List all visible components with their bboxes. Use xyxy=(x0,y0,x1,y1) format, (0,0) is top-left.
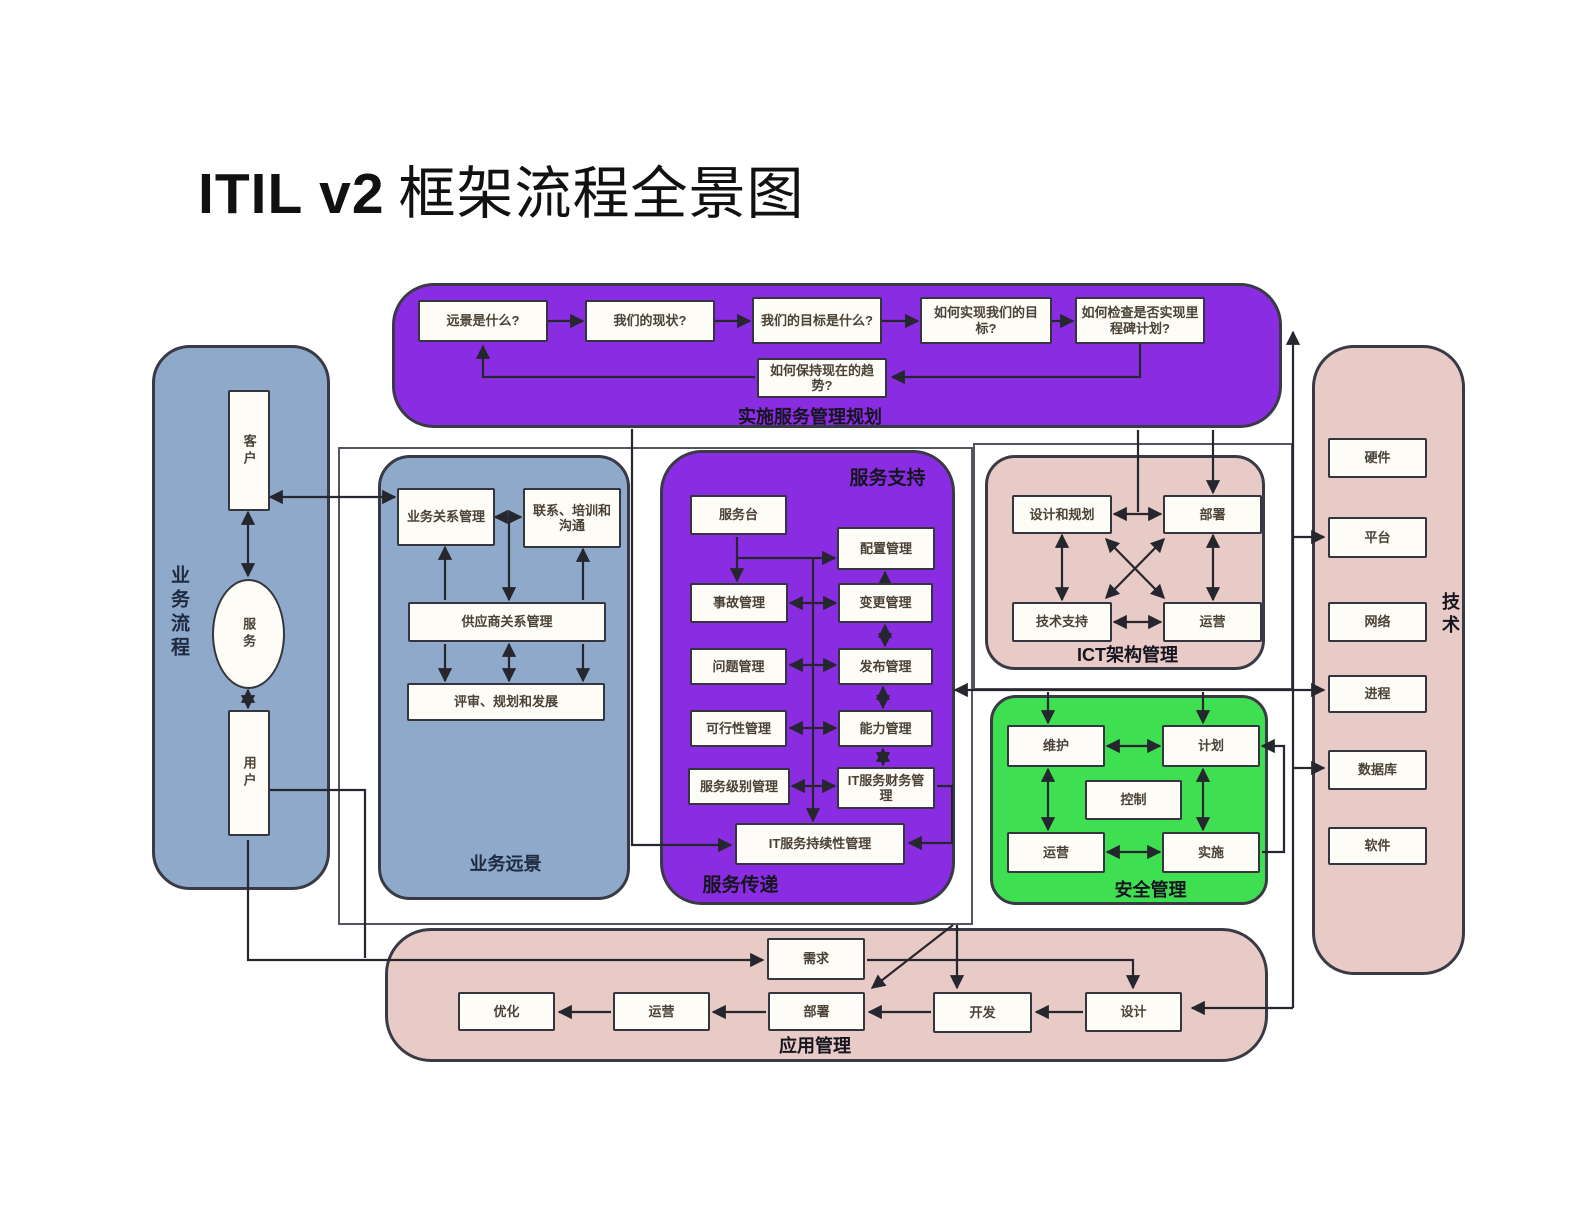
app-requirement-box: 需求 xyxy=(767,938,865,980)
security-implement-box: 实施 xyxy=(1162,832,1260,873)
tech-platform-box: 平台 xyxy=(1328,517,1427,558)
tech-hardware-box: 硬件 xyxy=(1328,438,1427,478)
app-deploy-box: 部署 xyxy=(768,992,865,1031)
tech-database-box: 数据库 xyxy=(1328,750,1427,790)
contact-training-communication-box: 联系、培训和沟通 xyxy=(523,488,621,548)
business-process-label: 业务流程 xyxy=(168,565,189,661)
ict-deployment-box: 部署 xyxy=(1163,495,1262,534)
security-label: 安全管理 xyxy=(1114,880,1187,900)
it-financial-mgmt-box: IT服务财务管理 xyxy=(837,767,935,809)
release-mgmt-box: 发布管理 xyxy=(838,648,933,685)
ict-design-planning-box: 设计和规划 xyxy=(1012,495,1112,534)
incident-mgmt-box: 事故管理 xyxy=(690,583,788,623)
customer-box: 客户 xyxy=(228,390,270,511)
service-delivery-label: 服务传递 xyxy=(702,875,779,896)
planning-current-state-question: 我们的现状? xyxy=(585,300,715,342)
service-ellipse: 服务 xyxy=(212,579,285,689)
security-plan-box: 计划 xyxy=(1162,725,1260,767)
ict-operations-box: 运营 xyxy=(1163,602,1262,642)
application-label: 应用管理 xyxy=(779,1036,851,1056)
user-box: 用户 xyxy=(228,710,270,836)
configuration-mgmt-box: 配置管理 xyxy=(837,527,935,570)
app-optimize-box: 优化 xyxy=(458,992,555,1031)
app-operate-box: 运营 xyxy=(613,992,710,1031)
service-desk-box: 服务台 xyxy=(690,495,787,535)
title-zh: 框架流程全景图 xyxy=(398,161,805,227)
planning-check-milestone-question: 如何检查是否实现里程碑计划? xyxy=(1075,297,1205,344)
capacity-mgmt-box: 能力管理 xyxy=(838,710,933,747)
security-operate-box: 运营 xyxy=(1007,832,1105,873)
business-relationship-mgmt-box: 业务关系管理 xyxy=(397,488,495,546)
ict-technical-support-box: 技术支持 xyxy=(1012,602,1112,642)
ict-label: ICT架构管理 xyxy=(1077,645,1178,665)
technology-label: 技术 xyxy=(1440,592,1460,638)
change-mgmt-box: 变更管理 xyxy=(838,583,933,623)
problem-mgmt-box: 问题管理 xyxy=(690,648,787,685)
supplier-relationship-mgmt-box: 供应商关系管理 xyxy=(408,602,606,642)
tech-process-box: 进程 xyxy=(1328,675,1427,713)
availability-mgmt-box: 可行性管理 xyxy=(690,710,787,747)
app-design-box: 设计 xyxy=(1085,992,1182,1032)
service-support-label: 服务支持 xyxy=(849,468,926,489)
tech-network-box: 网络 xyxy=(1328,602,1427,642)
planning-goal-question: 我们的目标是什么? xyxy=(752,297,882,344)
planning-label: 实施服务管理规划 xyxy=(738,407,882,427)
tech-software-box: 软件 xyxy=(1328,827,1427,865)
planning-how-achieve-question: 如何实现我们的目标? xyxy=(920,297,1052,344)
business-vision-label: 业务远景 xyxy=(469,854,542,874)
planning-vision-question: 远景是什么? xyxy=(418,300,548,342)
app-develop-box: 开发 xyxy=(933,992,1032,1033)
security-maintain-box: 维护 xyxy=(1007,725,1105,767)
review-planning-development-box: 评审、规划和发展 xyxy=(407,683,605,721)
planning-keep-momentum-question: 如何保持现在的趋势? xyxy=(757,358,887,398)
security-control-box: 控制 xyxy=(1085,780,1182,820)
service-level-mgmt-box: 服务级别管理 xyxy=(688,768,790,805)
title-en: ITIL v2 xyxy=(198,162,385,226)
it-continuity-mgmt-box: IT服务持续性管理 xyxy=(735,823,905,865)
